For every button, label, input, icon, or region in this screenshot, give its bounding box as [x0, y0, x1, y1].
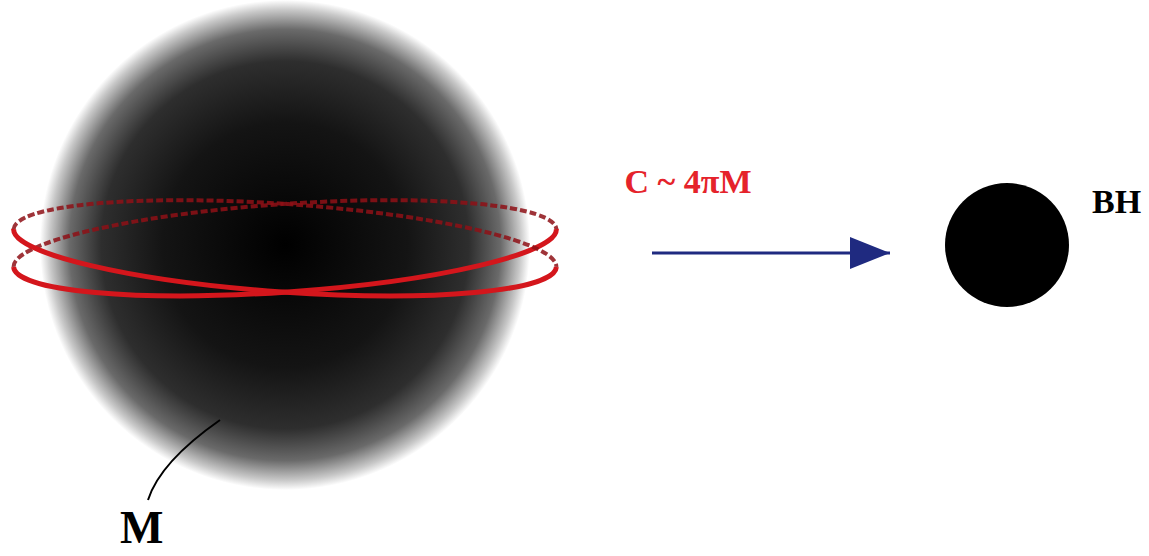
- hoop-ring-front: [11, 229, 557, 311]
- mass-label: M: [120, 505, 163, 551]
- hoop-ring-back: [14, 185, 560, 267]
- mass-sphere: M: [10, 10, 570, 552]
- mass-sphere-shape: [40, 0, 530, 490]
- black-hole-illustration: [944, 180, 1084, 326]
- collapse-arrow: [652, 252, 890, 255]
- hoop-circumference-label: C ~ 4πM: [625, 165, 752, 199]
- black-hole-disc: [945, 183, 1069, 307]
- hoop-ring-front: [14, 229, 560, 311]
- sphere-illustration: [0, 0, 580, 556]
- hoop-ring: [11, 185, 560, 311]
- black-hole: BH: [944, 180, 1144, 326]
- hoop-ring: [11, 185, 560, 311]
- black-hole-label: BH: [1092, 185, 1141, 219]
- leader-line: [148, 420, 220, 500]
- hoop-ring-back: [11, 185, 557, 267]
